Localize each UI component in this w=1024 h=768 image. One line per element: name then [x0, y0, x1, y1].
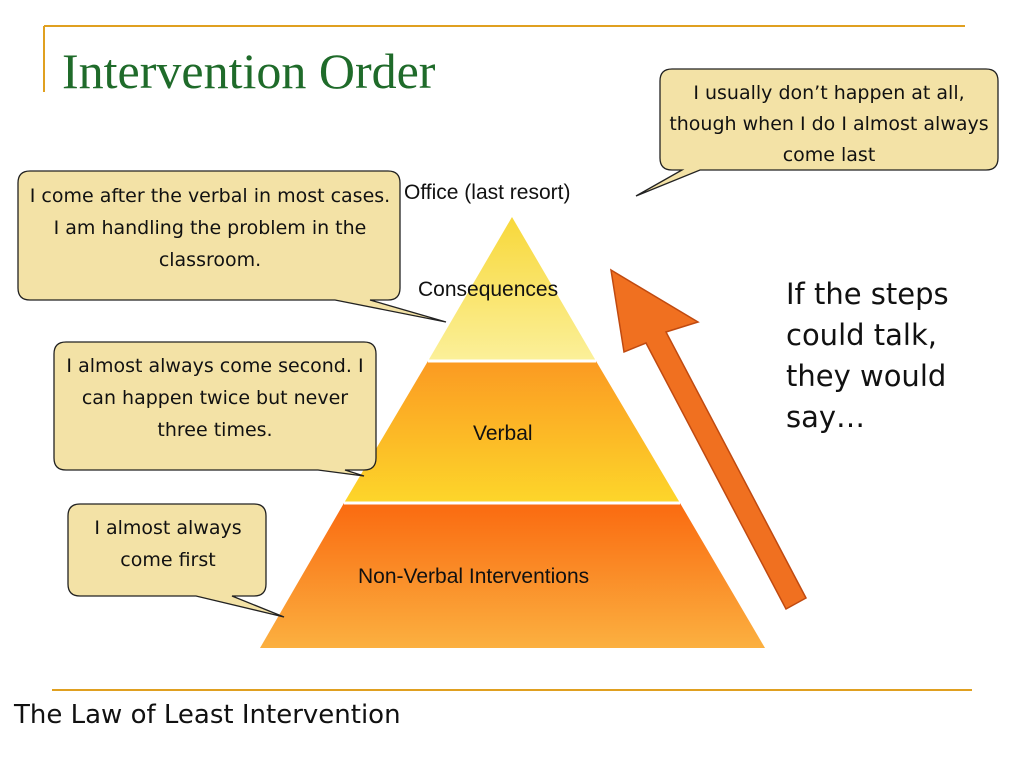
pyramid-tier-nonverbal	[260, 503, 765, 648]
callout-nonverbal-text: I almost always come first	[94, 517, 242, 571]
side-note: If the steps could talk, they would say…	[786, 277, 949, 434]
pyramid-tier-consequences	[428, 217, 596, 361]
escalation-arrow-icon	[610, 268, 808, 611]
callout-office-text: I usually don’t happen at all, though wh…	[669, 82, 989, 166]
footer-text: The Law of Least Intervention	[14, 700, 401, 730]
tier-label-consequences: Consequences	[418, 278, 559, 301]
callout-bubble-office	[635, 68, 999, 197]
page-title: Intervention Order	[62, 43, 436, 99]
tier-label-verbal: Verbal	[473, 422, 533, 445]
pyramid-tier-verbal	[344, 361, 680, 503]
tier-label-nonverbal: Non-Verbal Interventions	[358, 565, 590, 588]
callout-bubble-nonverbal	[67, 503, 285, 618]
callout-bubble-verbal	[53, 341, 377, 477]
tier-label-office: Office (last resort)	[404, 181, 571, 204]
callout-bubble-consequences	[17, 170, 447, 323]
callout-verbal-text: I almost always come second. I can happe…	[66, 355, 364, 441]
callout-consequences-text: I come after the verbal in most cases. I…	[29, 185, 391, 271]
